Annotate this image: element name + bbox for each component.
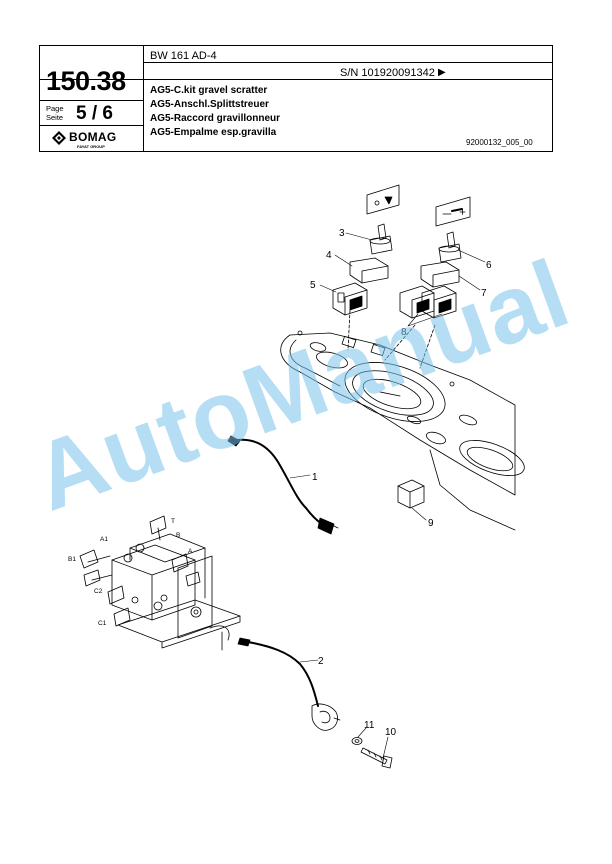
hydraulic-valve-block (111, 533, 241, 651)
switch-knob-6 (438, 231, 462, 263)
dashboard-panel (280, 330, 525, 531)
seite-label: Seite (46, 113, 64, 122)
washer-11 (351, 737, 363, 745)
callout-2: 2 (318, 656, 324, 667)
switch-knob-3 (369, 223, 393, 255)
callout-5: 5 (310, 280, 316, 291)
title-spanish: AG5-Empalme esp.gravilla (150, 127, 277, 138)
callout-labels: 3 4 5 6 7 8 1 9 2 11 10 (310, 228, 492, 738)
callout-8: 8 (401, 327, 407, 338)
port-b1: B1 (68, 556, 76, 563)
cable-harness-1 (227, 435, 339, 535)
switch-frame-4 (349, 257, 389, 284)
switch-frame-7 (420, 261, 460, 288)
port-b: B (176, 532, 180, 539)
brand-group: FAYAT GROUP (77, 144, 105, 149)
title-block-divider (143, 46, 144, 151)
title-english: AG5-C.kit gravel scratter (150, 85, 268, 96)
callout-7: 7 (481, 288, 487, 299)
port-a: A (188, 548, 193, 555)
drawing-number: 92000132_005_00 (466, 138, 533, 147)
callout-9: 9 (428, 518, 434, 529)
switch-housing-8b (421, 285, 457, 319)
symbol-plate-left (366, 184, 400, 215)
port-c2: C2 (94, 588, 103, 595)
title-french: AG5-Raccord gravillonneur (150, 113, 281, 124)
serial-number: S/N 101920091342 (340, 67, 435, 79)
title-block-rule (40, 125, 143, 126)
switch-housing-8a (399, 285, 435, 319)
serial-arrow-icon: ▶ (438, 67, 446, 78)
bomag-diamond-icon (52, 131, 66, 145)
title-block-rule (143, 62, 552, 63)
leader-lines (289, 232, 486, 759)
page-label: Page (46, 104, 64, 113)
title-block: BW 161 AD-4 S/N 101920091342 ▶ 150.38 Pa… (39, 45, 553, 152)
callout-3: 3 (339, 228, 345, 239)
callout-11: 11 (364, 720, 375, 731)
sheet-number: 5 / 6 (76, 103, 113, 124)
port-c1: C1 (98, 620, 107, 627)
port-t: T (171, 518, 175, 525)
callout-6: 6 (486, 260, 492, 271)
assembly-guide-lines (347, 309, 436, 369)
callout-1: 1 (312, 472, 318, 483)
callout-4: 4 (326, 250, 332, 261)
blind-cap-9 (397, 479, 425, 509)
port-labels: A1 B1 C2 C1 T B A (68, 518, 193, 627)
hydraulic-fittings (79, 515, 201, 627)
page-number: 150.38 (46, 66, 126, 96)
symbol-plate-right (435, 196, 471, 227)
title-block-rule (40, 100, 143, 101)
port-a1: A1 (100, 536, 108, 543)
bolt-10 (360, 747, 393, 769)
brand-name: BOMAG (69, 130, 117, 144)
title-german: AG5-Anschl.Splittstreuer (150, 99, 269, 110)
cable-harness-2 (237, 637, 341, 731)
brand-logo: BOMAG FAYAT GROUP (50, 129, 140, 151)
title-block-rule (40, 79, 552, 80)
machine-model: BW 161 AD-4 (150, 50, 217, 62)
switch-housing-5 (332, 282, 368, 316)
callout-10: 10 (385, 727, 397, 738)
